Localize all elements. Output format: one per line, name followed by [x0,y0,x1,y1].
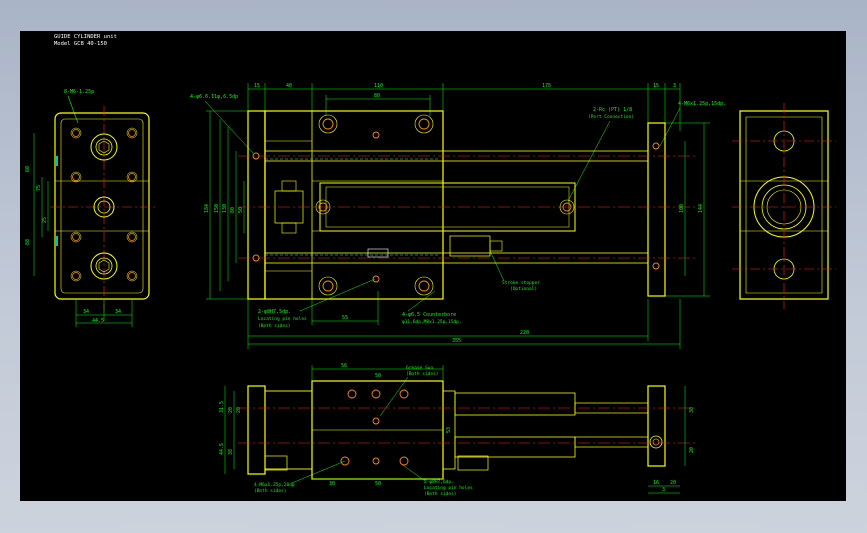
front-dim-left-5: 50 [238,207,244,213]
bottom-note-grease: Grease Sun [406,365,433,371]
bottom-note-grease-sub: (Both sides) [406,371,439,377]
nameplate [367,248,389,258]
front-note-stopper-sub: (Optional) [510,286,537,292]
front-dim-left-3: 130 [222,204,228,213]
front-dim-bottom-2: 220 [520,330,529,336]
front-dim-top-5: 175 [542,83,551,89]
left-dim-6: 34 [83,309,89,315]
front-dim-left-4: 80 [230,207,236,213]
front-dim-top-4: 80 [374,93,380,99]
bottom-note-pin-sub1: Locating pin holes [424,485,473,491]
front-note-pin-sub1: Locating pin holes [258,316,307,322]
left-dim-5: 44.5 [92,318,104,324]
bottom-dim-7: 20 [228,407,234,413]
front-dim-right-2: 144 [698,204,704,213]
front-dim-bottom-3: 355 [452,338,461,344]
bottom-dim-13: 16 [653,480,659,486]
bottom-dim-15: 3 [662,487,665,493]
bottom-dim-8: 44.5 [219,443,225,455]
bottom-dim-4: 50 [375,481,381,487]
front-dim-left-1: 184 [204,204,210,213]
right-end-view [732,103,836,309]
front-dim-left-2: 150 [214,204,220,213]
front-note-stopper: Stroke stopper [502,280,540,286]
left-dim-4: 88 [25,239,31,245]
bottom-dim-2: 50 [375,373,381,379]
front-dim-bottom-1: 55 [342,315,348,321]
left-end-view: 8-M6-1.25p [25,89,156,327]
front-dim-top-3: 110 [374,83,383,89]
front-note-top-left: 4-φ6.6,11φ,6.5dp [190,94,238,100]
bottom-dim-12: 20 [689,447,695,453]
bottom-note-pin-sub2: (Both sides) [424,491,457,497]
title-line-2: Model GCB 40-150 [54,41,107,47]
bottom-dim-6: 31.5 [219,401,225,413]
bottom-dim-11: 30 [689,407,695,413]
left-dim-2: 75 [36,185,42,191]
front-dim-right-1: 100 [679,204,685,213]
cad-viewport[interactable]: GUIDE CYLINDER unit Model GCB 40-150 8-M… [20,31,846,501]
bottom-dim-10: 20 [236,407,242,413]
bottom-dim-9: 38 [228,449,234,455]
front-note-pin: 2-φ8H7,5dp. [258,309,291,315]
bottom-dim-1: 56 [341,363,347,369]
front-note-top-right: 4-M6x1.25p,15dp. [678,101,726,107]
front-note-port: 2-Rc (PT) 1/8 [593,107,632,113]
bottom-view: Grease Sun (Both sides) 4-M6x1.25p,20dp … [219,363,695,497]
front-note-counterbore-sub: φ11,6dp,M8x1.25p,15dp. [402,319,462,325]
front-dim-top-1: 15 [254,83,260,89]
left-dim-7: 34 [115,309,121,315]
front-view: 4-φ6.6,11φ,6.5dp 2-Rc (PT) 1/8 (Port Con… [190,83,726,349]
left-view-note: 8-M6-1.25p [64,89,94,95]
front-note-pin-sub2: (Both sides) [258,323,291,329]
front-note-counterbore: 4-φ6.5 Counterbore [402,312,456,318]
left-dim-1: 60 [25,166,31,172]
bottom-dim-3: 30 [329,481,335,487]
left-dim-3: 25 [42,217,48,223]
front-dim-top-6: 15 [653,83,659,89]
title-line-1: GUIDE CYLINDER unit [54,34,117,40]
bottom-note-m6-sub: (Both sides) [254,488,287,494]
front-dim-top-2: 40 [286,83,292,89]
front-dim-top-7: 3 [673,83,676,89]
front-note-port-sub: (Port Connection) [588,114,634,120]
bottom-note-m6: 4-M6x1.25p,20dp [254,482,295,488]
bottom-note-pin: 2-φ8H7,6dp. [424,479,454,485]
bottom-dim-5: 53 [446,427,452,433]
cad-drawing: GUIDE CYLINDER unit Model GCB 40-150 8-M… [25,34,836,497]
bottom-dim-14: 20 [670,480,676,486]
